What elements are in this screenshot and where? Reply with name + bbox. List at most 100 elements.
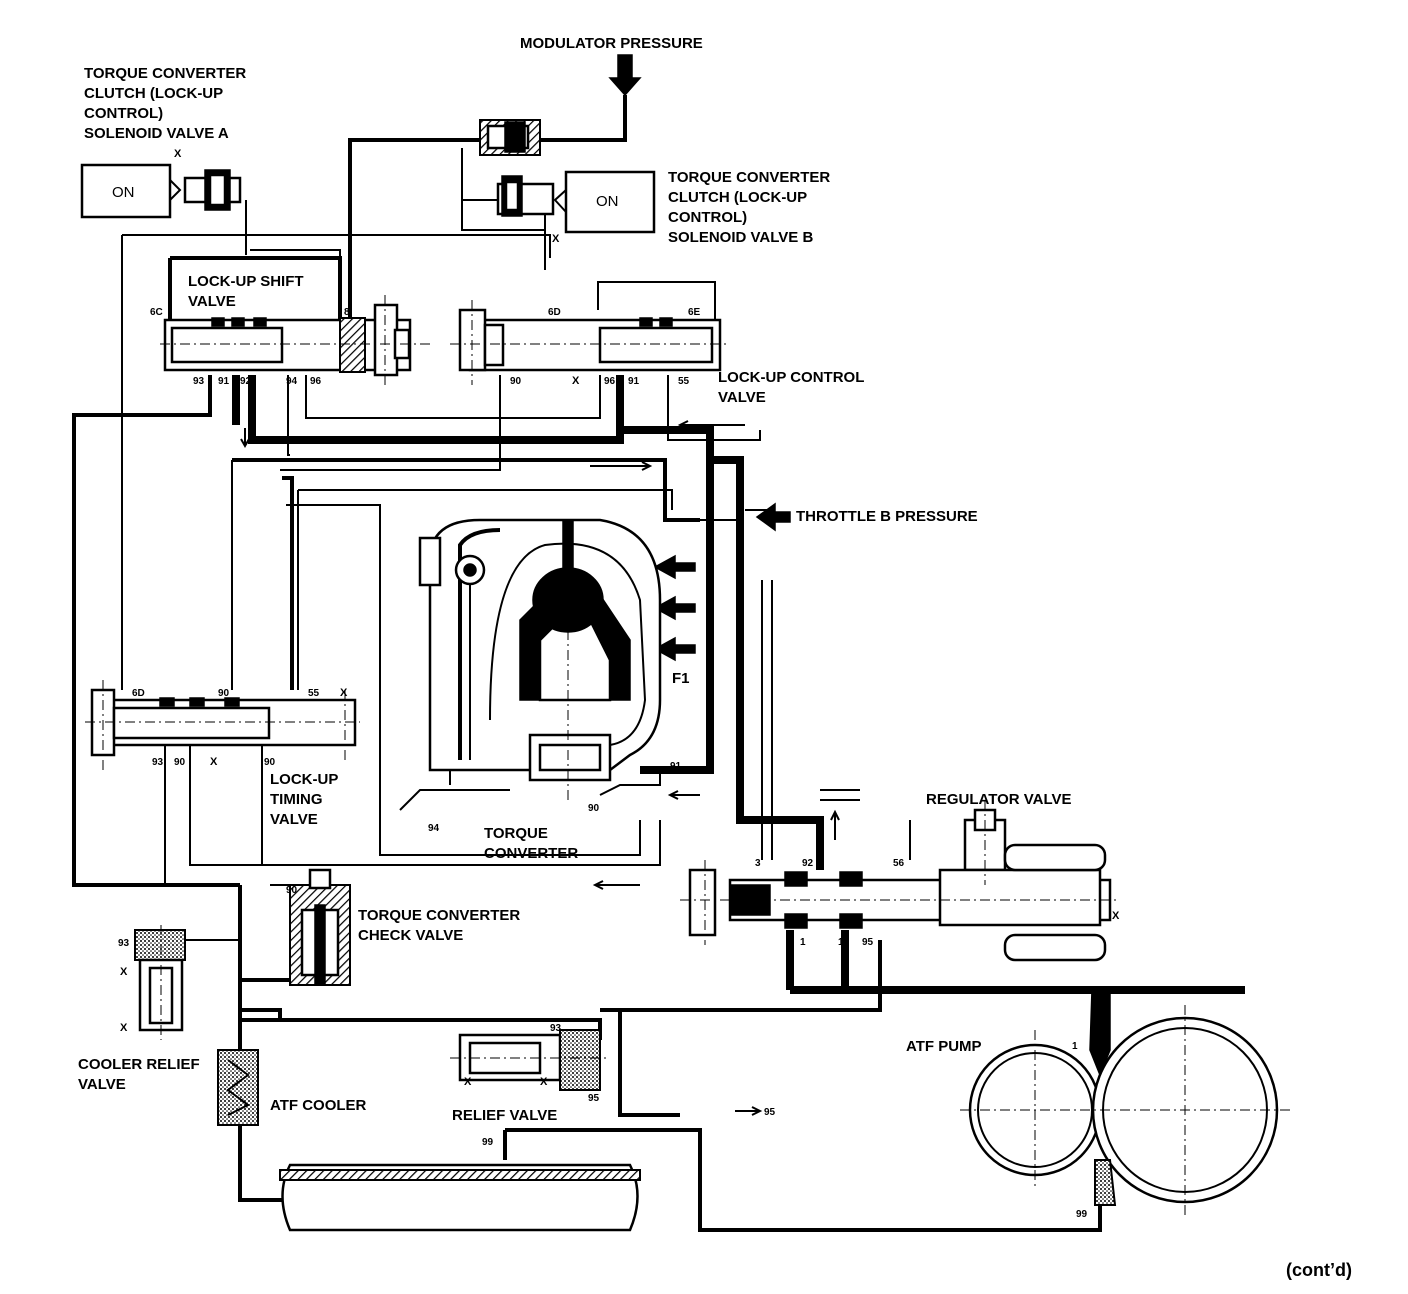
solenoid-b-label-line4: SOLENOID VALVE B <box>668 229 813 246</box>
flow-arrow-icon <box>830 809 840 840</box>
atf-sump <box>279 1163 641 1232</box>
port-labels: X X 6C 8 93 91 92 94 96 6D 6E 90 X 96 91… <box>118 148 1120 1220</box>
port-label: 6D <box>132 688 145 699</box>
solenoid-a-coil <box>80 163 172 219</box>
flow-arrow-icon <box>240 428 250 449</box>
port-label: 1 <box>838 937 844 948</box>
solenoid-valve-a <box>80 163 242 219</box>
flow-arrow-icon <box>677 420 745 430</box>
port-label: 99 <box>1076 1209 1088 1220</box>
lockup-control-valve <box>450 300 730 385</box>
cooler-relief-valve <box>134 925 186 1040</box>
port-label: 99 <box>482 1137 494 1148</box>
regulator-valve-label: REGULATOR VALVE <box>926 791 1072 808</box>
lockup-timing-valve-label-line1: LOCK-UP <box>270 771 338 788</box>
f1-label: F1 <box>672 670 690 687</box>
port-label: 6C <box>150 307 163 318</box>
port-label: 91 <box>218 376 230 387</box>
port-label: X <box>1112 910 1120 922</box>
regulator-valve <box>680 800 1120 962</box>
torque-converter-check-valve <box>289 868 351 986</box>
port-label: 8 <box>344 307 350 318</box>
port-label: 94 <box>428 823 440 834</box>
port-label: 1 <box>1072 1041 1078 1052</box>
shift-valve-spool-end <box>339 317 366 373</box>
lockup-shift-valve <box>160 256 430 385</box>
torque-converter-label-line1: TORQUE <box>484 825 548 842</box>
cooler-relief-valve-label-line2: VALVE <box>78 1076 126 1093</box>
solenoid-a-label-line3: CONTROL) <box>84 105 163 122</box>
port-label: 96 <box>604 376 616 387</box>
port-label: 92 <box>240 376 252 387</box>
port-label: 90 <box>510 376 522 387</box>
lockup-shift-valve-label-line1: LOCK-UP SHIFT <box>188 273 304 290</box>
port-label: 93 <box>550 1023 562 1034</box>
solenoid-b-coil <box>564 170 656 234</box>
port-label: 6D <box>548 307 561 318</box>
port-label: 91 <box>670 761 682 772</box>
check-valve-label-line2: CHECK VALVE <box>358 927 463 944</box>
port-label: 55 <box>678 376 690 387</box>
atf-pump-label: ATF PUMP <box>906 1038 982 1055</box>
cooler-relief-valve-label-line1: COOLER RELIEF <box>78 1056 200 1073</box>
f1-arrow-icon <box>653 554 696 580</box>
flow-arrow-icon <box>667 790 700 800</box>
port-label: 93 <box>118 938 130 949</box>
port-label: X <box>120 966 128 978</box>
port-label: X <box>120 1022 128 1034</box>
port-label: 90 <box>286 885 298 896</box>
port-label: X <box>210 756 218 768</box>
port-label: 95 <box>862 937 874 948</box>
solenoid-b-label-line1: TORQUE CONVERTER <box>668 169 830 186</box>
solenoid-valve-b <box>496 170 656 234</box>
modulator-arrow-icon <box>608 54 642 97</box>
lockup-timing-valve-label-line2: TIMING <box>270 791 323 808</box>
atf-cooler <box>217 1049 259 1126</box>
port-label: 1 <box>800 937 806 948</box>
port-label: 90 <box>218 688 230 699</box>
port-label: 3 <box>755 858 761 869</box>
f1-arrow-icon <box>653 636 696 662</box>
port-label: X <box>340 687 348 699</box>
throttle-b-pressure-label: THROTTLE B PRESSURE <box>796 508 978 525</box>
continued-label: (cont’d) <box>1286 1260 1352 1280</box>
port-label: 90 <box>588 803 600 814</box>
torque-converter <box>399 518 662 811</box>
lockup-control-valve-label-line2: VALVE <box>718 389 766 406</box>
port-label: 55 <box>308 688 320 699</box>
port-label: X <box>464 1076 472 1088</box>
port-label: 96 <box>310 376 322 387</box>
port-label: 56 <box>893 858 905 869</box>
port-label: 95 <box>588 1093 600 1104</box>
lockup-control-valve-label-line1: LOCK-UP CONTROL <box>718 369 864 386</box>
port-label: X <box>174 148 182 160</box>
atf-pump <box>960 989 1290 1215</box>
port-label: 93 <box>152 757 164 768</box>
lockup-timing-valve <box>85 680 360 770</box>
port-label: 95 <box>764 1107 776 1118</box>
solenoid-a-label-line2: CLUTCH (LOCK-UP <box>84 85 223 102</box>
modulator-pressure-label: MODULATOR PRESSURE <box>520 35 703 52</box>
lockup-shift-valve-label-line2: VALVE <box>188 293 236 310</box>
modulator-solenoid-body <box>479 119 541 156</box>
hydraulic-lines <box>72 95 1245 1232</box>
f1-arrow-icon <box>653 595 696 621</box>
lockup-timing-valve-label-line3: VALVE <box>270 811 318 828</box>
port-label: 91 <box>628 376 640 387</box>
port-label: 90 <box>174 757 186 768</box>
flow-arrow-icon <box>592 880 640 890</box>
solenoid-a-label-line4: SOLENOID VALVE A <box>84 125 229 142</box>
port-label: 90 <box>264 757 276 768</box>
port-label: X <box>552 233 560 245</box>
atf-cooler-label: ATF COOLER <box>270 1097 367 1114</box>
component-labels: MODULATOR PRESSURE TORQUE CONVERTER CLUT… <box>78 35 1352 1280</box>
check-valve-label-line1: TORQUE CONVERTER <box>358 907 520 924</box>
port-label: X <box>540 1076 548 1088</box>
port-label: 92 <box>802 858 814 869</box>
solenoid-b-state: ON <box>596 193 619 210</box>
flow-arrow-icon <box>735 1106 763 1116</box>
solenoid-a-state: ON <box>112 184 135 201</box>
flow-arrow-icon <box>590 461 653 471</box>
solenoid-a-label-line1: TORQUE CONVERTER <box>84 65 246 82</box>
